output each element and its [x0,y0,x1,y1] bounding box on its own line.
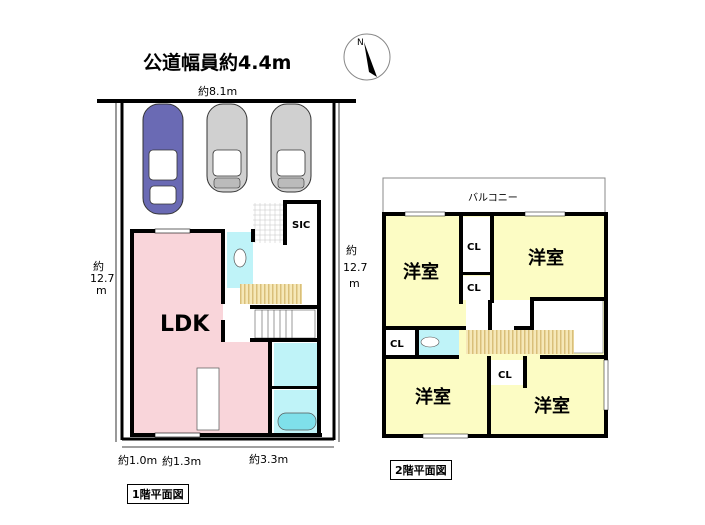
hallway-2f [466,330,574,354]
car-icon-gray [270,103,312,193]
car-icon-gray [206,103,248,193]
road-width-title: 公道幅員約4.4m [143,51,291,74]
room-label-sic: SIC [292,220,310,231]
car-icon-blue [142,103,184,215]
dim-text: 12.7 [343,261,368,274]
bottom-dimension: 約1.3m [162,454,201,468]
staircase-1f [254,309,316,339]
lot-boundary [115,103,340,448]
bottom-dimension: 約1.0m [118,453,157,467]
closet-label: CL [498,370,512,381]
right-depth-dimension: 約 12.7 m [343,243,368,290]
width-dimension: 約8.1m [198,84,237,98]
room-label-western: 洋室 [534,395,570,417]
closet-label: CL [467,283,481,294]
hallway [240,284,302,304]
window [422,433,469,439]
first-floor-building [130,200,322,438]
closet-label: CL [390,339,404,350]
road-boundary [97,99,356,103]
entrance [253,203,284,243]
closet [386,330,415,355]
room-label-ldk: LDK [160,312,210,337]
window [603,359,609,411]
closet-label: CL [467,242,481,253]
window [404,211,446,217]
window [154,432,201,438]
kitchen-counter [196,367,220,431]
second-floor-caption: 2階平面図 [390,460,452,480]
room-label-western: 洋室 [528,247,564,269]
closet [490,360,525,385]
compass-north-label: N [357,38,364,48]
window [154,228,191,234]
bottom-dimension: 約3.3m [249,452,288,466]
bathtub-icon [277,412,317,431]
window [524,211,566,217]
north-compass-icon: N [343,33,391,81]
room-label-western: 洋室 [403,261,439,283]
dim-text: 12.7 [90,272,115,285]
left-depth-dimension: 約 12.7 m [90,259,115,297]
dim-text: 約 [93,259,104,273]
room-label-western: 洋室 [415,386,451,408]
dim-text: 約 [346,243,357,257]
closet [463,276,490,300]
closet [463,217,493,273]
first-floor-caption: 1階平面図 [127,484,189,504]
dim-text: m [349,277,360,290]
second-floor-building [382,211,609,439]
washroom [274,343,318,387]
balcony-label: バルコニー [468,192,518,204]
dim-text: m [96,284,107,297]
